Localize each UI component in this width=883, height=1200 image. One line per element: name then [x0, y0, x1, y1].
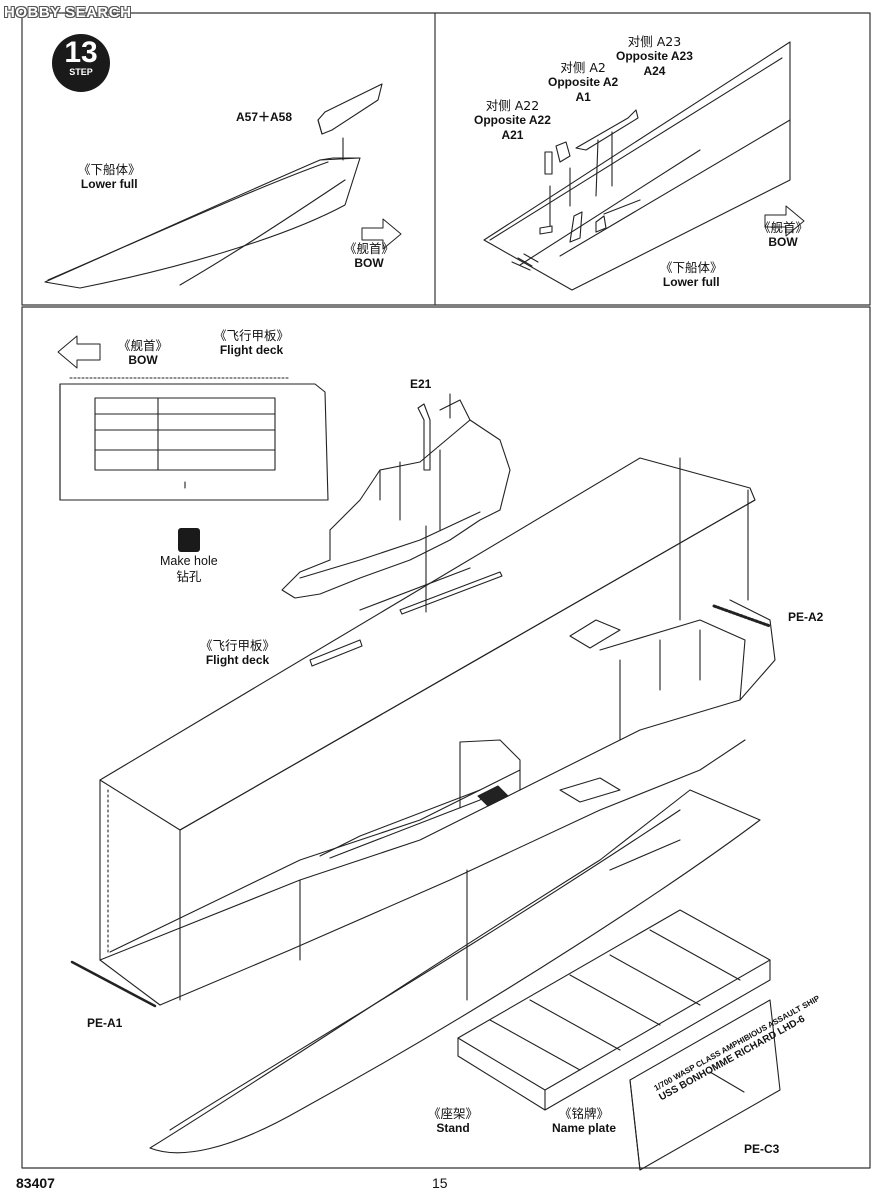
opposite-a22-en: Opposite A22: [474, 113, 551, 127]
flight-deck-top-en: Flight deck: [219, 343, 284, 357]
main-bow-cn: 《舰首》: [118, 338, 169, 353]
product-code: 83407: [16, 1175, 55, 1191]
make-hole-label: Make hole 钻孔: [160, 554, 218, 584]
name-plate-cn: 《铭牌》: [559, 1106, 610, 1121]
pe-a2-label: PE-A2: [788, 610, 824, 624]
panel-frames: [21, 12, 871, 1169]
panel2-hull-drawing: [483, 41, 805, 291]
step-number: 13: [64, 36, 98, 69]
part-e21: E21: [410, 377, 432, 391]
opposite-a23-en: Opposite A23: [616, 49, 693, 63]
make-hole-cn: 钻孔: [176, 569, 202, 584]
flight-deck-top-label: 《飞行甲板》 Flight deck: [214, 328, 289, 358]
panel1-bow-label: 《舰首》 BOW: [344, 241, 394, 271]
opposite-a2-en: Opposite A2: [548, 75, 619, 89]
panel1-lower-hull-en: Lower full: [80, 177, 138, 191]
stand-en: Stand: [436, 1121, 470, 1135]
opposite-a22-label: 对侧 A22 Opposite A22 A21: [474, 98, 551, 143]
panel2-bow-cn: 《舰首》: [758, 220, 809, 235]
stand-cn: 《座架》: [428, 1106, 479, 1121]
step-badge: 13 STEP: [52, 34, 110, 92]
lower-hull: [149, 789, 761, 1154]
flight-deck-plan: [57, 335, 329, 501]
flight-deck-mid-label: 《飞行甲板》 Flight deck: [200, 638, 275, 668]
stand-drawing: [457, 909, 771, 1111]
part-a21: A21: [501, 128, 524, 142]
stand-label: 《座架》 Stand: [428, 1106, 478, 1136]
panel1-bow-en: BOW: [354, 256, 384, 270]
island-superstructure: [281, 393, 511, 613]
panel2-lower-hull-en: Lower full: [662, 275, 720, 289]
page-number: 15: [432, 1175, 448, 1191]
name-plate-drawing: [629, 999, 781, 1171]
panel1-lower-hull-cn: 《下船体》: [78, 162, 141, 177]
main-bow-en: BOW: [128, 353, 158, 367]
pe-c3-label: PE-C3: [744, 1142, 780, 1156]
name-plate-label: 《铭牌》 Name plate: [552, 1106, 616, 1136]
name-plate-en: Name plate: [552, 1121, 617, 1135]
main-bow-label: 《舰首》 BOW: [118, 338, 168, 368]
step-word: STEP: [69, 67, 93, 77]
panel1-hull-drawing: [44, 83, 402, 289]
opposite-a2-cn: 对侧 A2: [560, 60, 606, 75]
pe-a1-label: PE-A1: [87, 1016, 123, 1030]
panel2-lower-hull-cn: 《下船体》: [660, 260, 723, 275]
opposite-a2-label: 对侧 A2 Opposite A2 A1: [548, 60, 618, 105]
opposite-a23-cn: 对侧 A23: [627, 34, 682, 49]
drill-icon: [178, 528, 200, 552]
opposite-a23-label: 对侧 A23 Opposite A23 A24: [616, 34, 693, 79]
panel2-bow-en: BOW: [768, 235, 798, 249]
opposite-a22-cn: 对侧 A22: [485, 98, 540, 113]
flight-deck-mid-cn: 《飞行甲板》: [200, 638, 276, 653]
part-a24: A24: [643, 64, 666, 78]
part-a1: A1: [575, 90, 591, 104]
make-hole-en: Make hole: [160, 554, 218, 568]
flight-deck-mid-en: Flight deck: [205, 653, 270, 667]
flight-deck-top-cn: 《飞行甲板》: [214, 328, 290, 343]
panel2-bow-label: 《舰首》 BOW: [758, 220, 808, 250]
panel1-lower-hull-label: 《下船体》 Lower full: [78, 162, 141, 192]
main-hull-assembly: [70, 457, 776, 1008]
panel1-bow-cn: 《舰首》: [344, 241, 395, 256]
part-ref-a57-a58: A57＋A58: [236, 110, 293, 124]
panel2-lower-hull-label: 《下船体》 Lower full: [660, 260, 723, 290]
hobby-search-watermark: HOBBY SEARCH: [4, 4, 132, 21]
